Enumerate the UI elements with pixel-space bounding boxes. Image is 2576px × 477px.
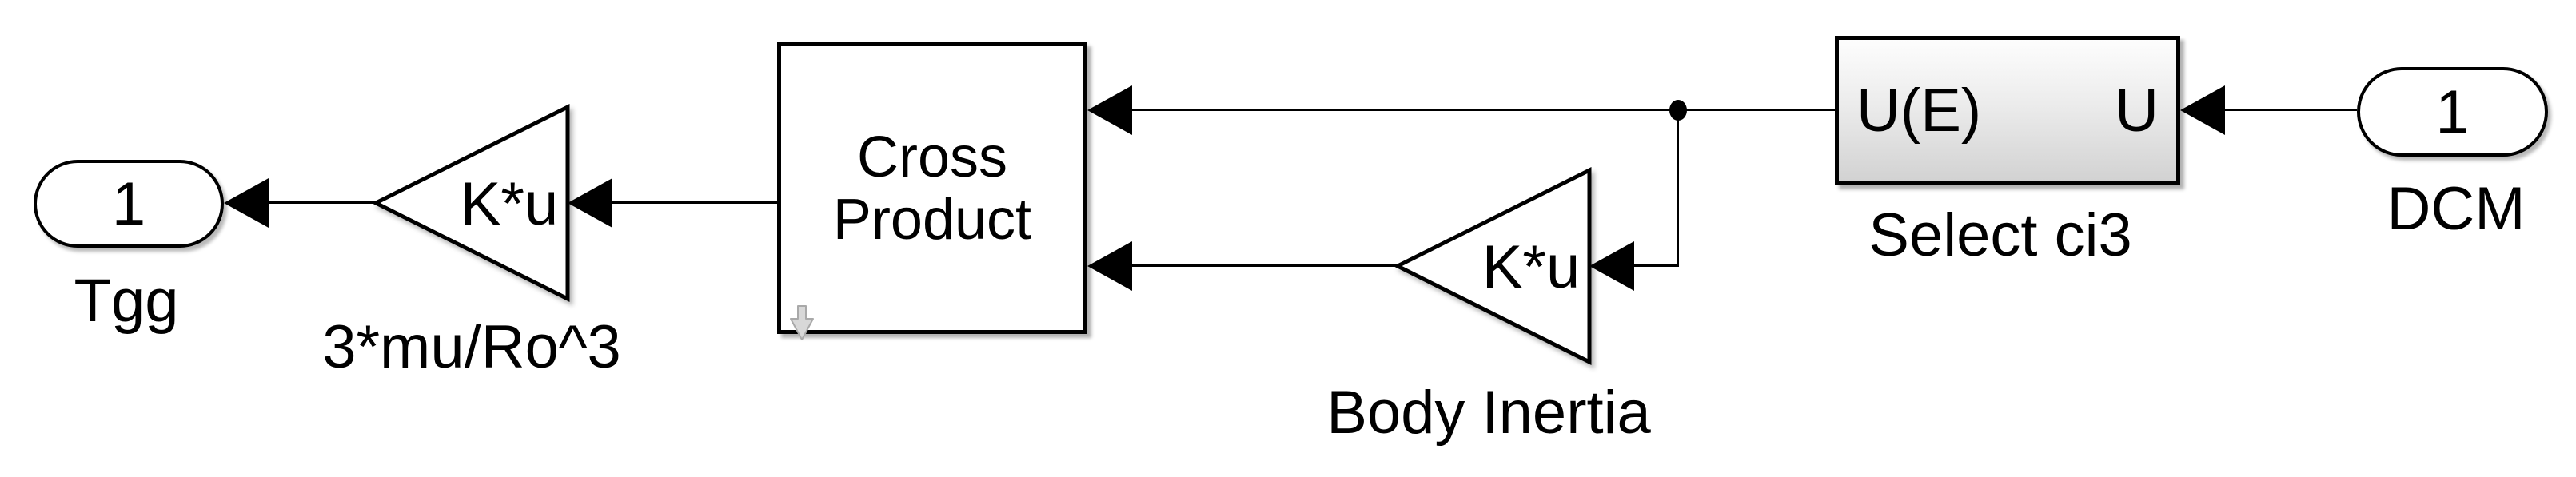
wire-branch-to-gain-inertia[interactable]: [1633, 264, 1678, 267]
outport-tgg-label: Tgg: [74, 267, 179, 335]
wire-selector-to-crossproduct-input1[interactable]: [1132, 109, 1836, 111]
look-inside-arrow-icon: [790, 305, 814, 340]
gain-gravity-expression: K*u: [460, 169, 559, 238]
wire-arrowhead-gain-inertia-input: [1589, 241, 1634, 291]
wire-crossproduct-to-gain-gravity[interactable]: [612, 201, 777, 204]
selector-input-text: U: [2115, 77, 2159, 145]
cross-product-block[interactable]: Cross Product: [777, 42, 1087, 340]
wire-branch-vertical[interactable]: [1677, 110, 1679, 267]
selector-block[interactable]: U(E) U: [1835, 36, 2180, 185]
gain-gravity-block[interactable]: K*u: [371, 103, 572, 303]
wire-arrowhead-crossproduct-input1: [1087, 85, 1132, 135]
inport-dcm-number: 1: [2435, 78, 2470, 146]
wire-gain-inertia-to-crossproduct-input2[interactable]: [1132, 264, 1398, 267]
gain-inertia-expression: K*u: [1481, 233, 1581, 301]
gain-inertia-label: Body Inertia: [1326, 379, 1651, 447]
inport-dcm-block[interactable]: 1: [2357, 67, 2548, 157]
wire-arrowhead-gain-gravity-input: [568, 178, 612, 228]
wire-dcm-to-selector[interactable]: [2225, 109, 2357, 111]
gain-inertia-block[interactable]: K*u: [1393, 166, 1593, 366]
wire-arrowhead-crossproduct-input2: [1087, 241, 1132, 291]
outport-tgg-block[interactable]: 1: [34, 160, 224, 248]
gain-gravity-triangle: [371, 103, 570, 303]
selector-label: Select ci3: [1868, 201, 2132, 269]
inport-dcm-label: DCM: [2387, 175, 2526, 243]
cross-product-title-line1: Cross: [856, 125, 1007, 189]
wire-gain-gravity-to-outport[interactable]: [269, 201, 376, 204]
gain-gravity-label: 3*mu/Ro^3: [322, 313, 621, 381]
cross-product-title-line2: Product: [832, 187, 1032, 252]
selector-output-text: U(E): [1856, 77, 1982, 145]
wire-arrowhead-outport-input: [224, 178, 269, 228]
wire-arrowhead-selector-input: [2180, 85, 2225, 135]
branch-point: [1669, 100, 1687, 121]
outport-tgg-number: 1: [111, 169, 146, 238]
gain-inertia-triangle: [1393, 166, 1592, 366]
